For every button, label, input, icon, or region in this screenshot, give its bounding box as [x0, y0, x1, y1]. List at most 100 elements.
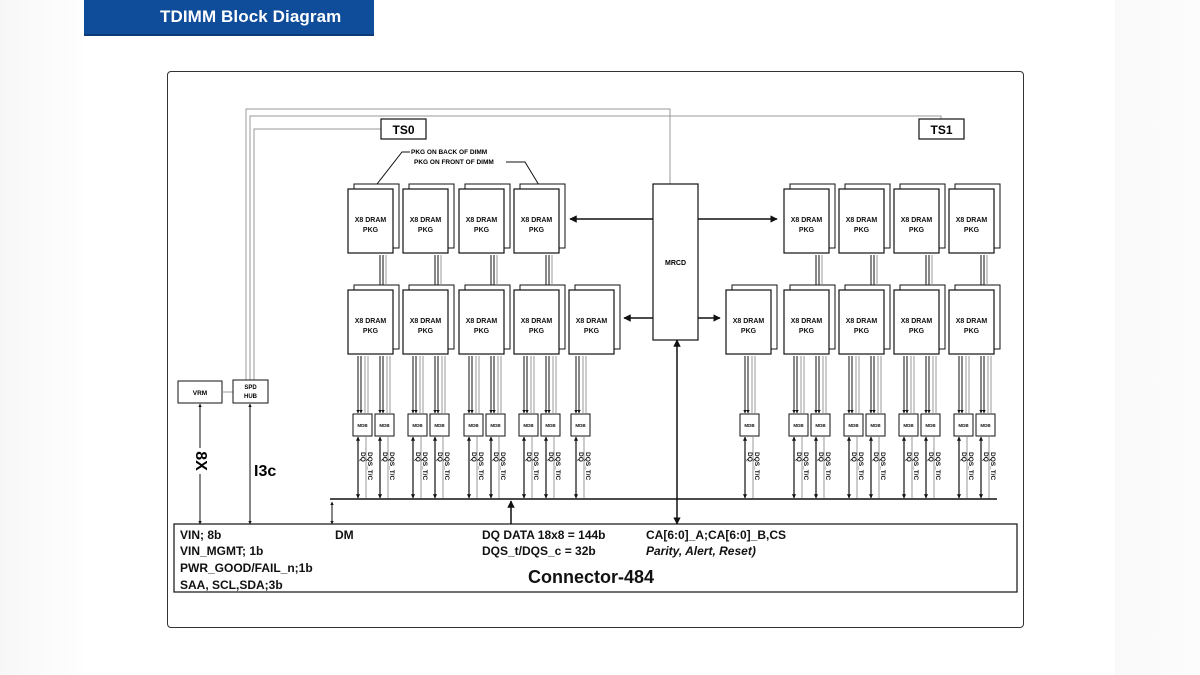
- svg-text:MDB: MDB: [848, 423, 859, 428]
- dqs-label: DQS_T/C: [753, 452, 760, 480]
- spd-bus-label: I3c: [254, 463, 276, 480]
- svg-text:X8 DRAM: X8 DRAM: [355, 217, 387, 224]
- svg-text:PKG: PKG: [584, 328, 600, 335]
- svg-text:X8 DRAM: X8 DRAM: [901, 217, 933, 224]
- dq-label: DQ: [927, 452, 934, 462]
- mrcd-chip: MRCD: [652, 183, 699, 341]
- svg-text:PKG: PKG: [529, 328, 545, 335]
- svg-text:MDB: MDB: [523, 423, 534, 428]
- svg-text:X8 DRAM: X8 DRAM: [956, 318, 988, 325]
- dq-label: DQ: [359, 452, 366, 462]
- slide-title-bar: TDIMM Block Diagram: [84, 0, 374, 36]
- svg-text:X8 DRAM: X8 DRAM: [410, 318, 442, 325]
- svg-text:VRM: VRM: [193, 390, 207, 397]
- svg-text:PKG: PKG: [799, 328, 815, 335]
- svg-text:MDB: MDB: [980, 423, 991, 428]
- svg-text:PKG: PKG: [964, 328, 980, 335]
- connector-title: Connector-484: [528, 567, 654, 587]
- svg-text:MDB: MDB: [870, 423, 881, 428]
- svg-text:MRCD: MRCD: [665, 260, 686, 267]
- svg-text:PKG: PKG: [363, 328, 379, 335]
- svg-text:MDB: MDB: [412, 423, 423, 428]
- svg-text:PKG: PKG: [418, 328, 434, 335]
- pkg-annotations: PKG ON BACK OF DIMM PKG ON FRONT OF DIMM: [376, 149, 543, 191]
- svg-text:MDB: MDB: [575, 423, 586, 428]
- dqs-label: DQS_T/C: [802, 452, 809, 480]
- svg-text:X8 DRAM: X8 DRAM: [410, 217, 442, 224]
- dqs-label: DQS_T/C: [554, 452, 561, 480]
- svg-text:SPD: SPD: [244, 385, 257, 391]
- dram-pkg-left-bottom-4: X8 DRAM PKG: [513, 284, 566, 355]
- dqs-label: DQS_T/C: [967, 452, 974, 480]
- dq-label: DQ: [795, 452, 802, 462]
- svg-text:MDB: MDB: [357, 423, 368, 428]
- dq-label: DQ: [577, 452, 584, 462]
- connector-saa: SAA, SCL,SDA;3b: [180, 578, 283, 592]
- svg-text:TS1: TS1: [930, 123, 952, 137]
- dqs-label: DQS_T/C: [421, 452, 428, 480]
- svg-text:X8 DRAM: X8 DRAM: [846, 217, 878, 224]
- dqs-label: DQS_T/C: [532, 452, 539, 480]
- svg-text:X8 DRAM: X8 DRAM: [576, 318, 608, 325]
- svg-text:X8 DRAM: X8 DRAM: [466, 318, 498, 325]
- svg-text:HUB: HUB: [244, 394, 258, 400]
- svg-text:PKG: PKG: [909, 227, 925, 234]
- dq-label: DQ: [547, 452, 554, 462]
- svg-text:X8 DRAM: X8 DRAM: [901, 318, 933, 325]
- svg-text:X8 DRAM: X8 DRAM: [521, 217, 553, 224]
- dq-label: DQ: [381, 452, 388, 462]
- svg-text:PKG: PKG: [363, 227, 379, 234]
- dq-label: DQ: [470, 452, 477, 462]
- svg-text:X8 DRAM: X8 DRAM: [846, 318, 878, 325]
- dq-label: DQ: [850, 452, 857, 462]
- connector-ca: CA[6:0]_A;CA[6:0]_B,CS: [646, 528, 786, 542]
- dram-pkg-right-bottom-5: X8 DRAM PKG: [948, 284, 1001, 355]
- svg-text:PKG: PKG: [964, 227, 980, 234]
- mrcd-ca-arrows: [569, 215, 778, 525]
- dram-pkg-right-top-3: X8 DRAM PKG: [893, 183, 946, 254]
- svg-text:MDB: MDB: [379, 423, 390, 428]
- dqs-label: DQS_T/C: [477, 452, 484, 480]
- svg-text:MDB: MDB: [958, 423, 969, 428]
- dq-label: DQ: [525, 452, 532, 462]
- connector-parity: Parity, Alert, Reset): [646, 544, 756, 558]
- svg-text:PKG: PKG: [529, 227, 545, 234]
- svg-text:MDB: MDB: [925, 423, 936, 428]
- vrm-bus-label: 8X: [192, 451, 209, 471]
- connector-vin: VIN; 8b: [180, 528, 221, 542]
- svg-text:PKG: PKG: [854, 328, 870, 335]
- svg-text:MDB: MDB: [468, 423, 479, 428]
- dram-packages: X8 DRAM PKG X8 DRAM PKG X8 DRAM PKG X8 DRAM PKG…: [347, 183, 1001, 355]
- svg-text:PKG: PKG: [909, 328, 925, 335]
- svg-text:PKG: PKG: [854, 227, 870, 234]
- dqs-label: DQS_T/C: [912, 452, 919, 480]
- dq-label: DQ: [960, 452, 967, 462]
- svg-text:X8 DRAM: X8 DRAM: [521, 318, 553, 325]
- annotation-front: PKG ON FRONT OF DIMM: [414, 159, 494, 166]
- dram-pkg-left-bottom-5: X8 DRAM PKG: [568, 284, 621, 355]
- svg-text:PKG: PKG: [418, 227, 434, 234]
- connector-pwr-good: PWR_GOOD/FAIL_n;1b: [180, 561, 313, 575]
- dram-row-links: [379, 255, 988, 285]
- dram-pkg-right-bottom-4: X8 DRAM PKG: [893, 284, 946, 355]
- dqs-label: DQS_T/C: [366, 452, 373, 480]
- svg-text:X8 DRAM: X8 DRAM: [791, 217, 823, 224]
- dram-pkg-left-top-2: X8 DRAM PKG: [402, 183, 455, 254]
- dqs-label: DQS_T/C: [443, 452, 450, 480]
- dram-pkg-left-top-4: X8 DRAM PKG: [513, 183, 566, 254]
- connector-dqs: DQS_t/DQS_c = 32b: [482, 544, 596, 558]
- dq-label: DQ: [872, 452, 879, 462]
